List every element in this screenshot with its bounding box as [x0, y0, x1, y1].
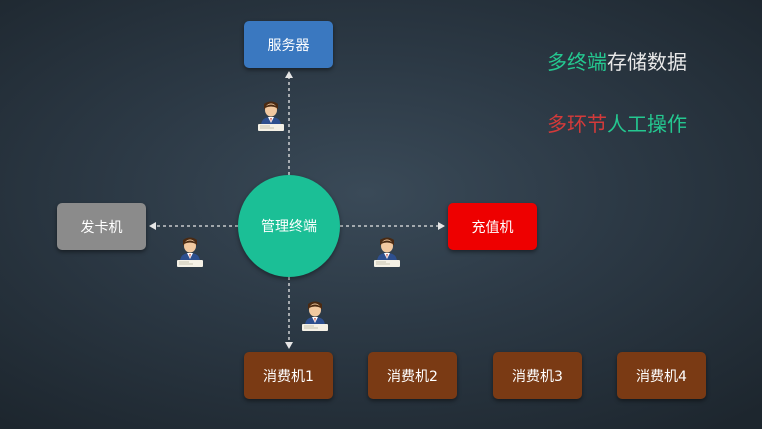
headline-multi-step-manual: 多环节人工操作	[547, 108, 687, 137]
recharge-label: 充值机	[471, 219, 514, 236]
consumer-node-3: 消费机3	[493, 352, 582, 399]
card-issuer-node: 发卡机	[57, 203, 146, 250]
recharge-node: 充值机	[448, 203, 537, 250]
headline-multi-terminal-storage: 多终端存储数据	[547, 46, 687, 75]
consumer-node-2: 消费机2	[368, 352, 457, 399]
operator-person-icon	[177, 237, 203, 267]
consumer-label: 消费机3	[512, 368, 563, 385]
consumer-label: 消费机4	[636, 368, 687, 385]
operator-person-icon	[374, 237, 400, 267]
consumer-node-4: 消费机4	[617, 352, 706, 399]
headline-segment: 人工操作	[607, 112, 687, 136]
consumer-node-1: 消费机1	[244, 352, 333, 399]
management-terminal-label: 管理终端	[261, 219, 317, 235]
operator-person-icon	[258, 101, 284, 131]
server-node: 服务器	[244, 21, 333, 68]
operator-person-icon	[302, 301, 328, 331]
consumer-label: 消费机2	[387, 368, 438, 385]
headline-segment: 多环节	[547, 112, 607, 136]
headline-segment: 多终端	[547, 50, 607, 74]
management-terminal-node: 管理终端	[238, 175, 340, 277]
consumer-label: 消费机1	[263, 368, 314, 385]
card-issuer-label: 发卡机	[80, 219, 123, 236]
headline-segment: 存储数据	[607, 50, 687, 74]
server-label: 服务器	[267, 37, 310, 54]
